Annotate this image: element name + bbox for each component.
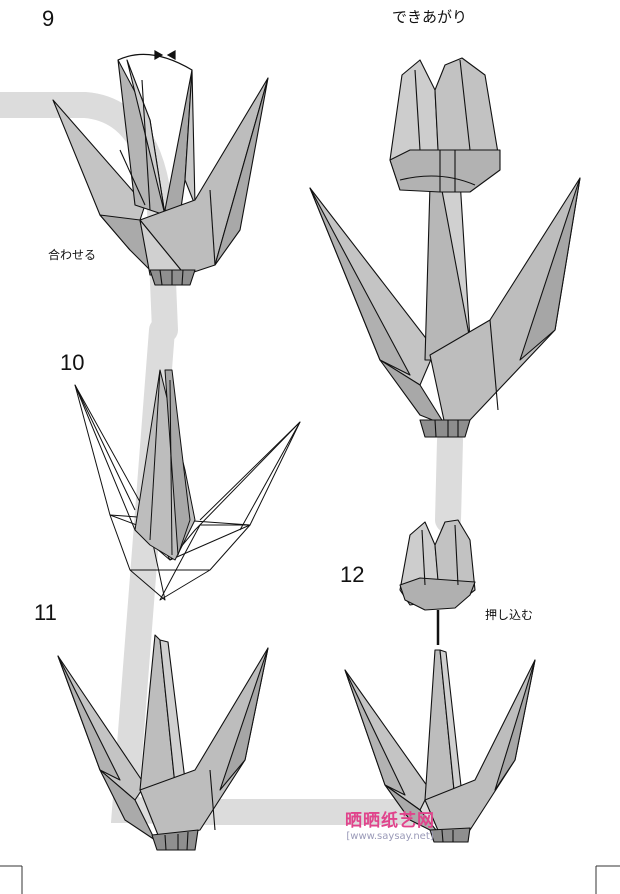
match-arrow <box>117 49 193 71</box>
watermark-url: [www.saysay.net] <box>346 831 434 842</box>
step-12-label: 12 <box>340 562 365 587</box>
finished-title: できあがり <box>392 8 468 26</box>
push-in-caption: 押し込む <box>485 608 534 622</box>
step12-model <box>344 519 536 843</box>
step9-model <box>52 59 269 286</box>
step10-model <box>74 369 301 601</box>
crop-marks <box>0 865 620 894</box>
step-11-label: 11 <box>34 600 57 625</box>
finished-tulip <box>309 57 581 438</box>
watermark-name: 晒晒纸艺网 <box>345 811 435 831</box>
watermark-logo: 晒晒纸艺网 [www.saysay.net] <box>335 806 445 842</box>
match-caption: 合わせる <box>48 248 97 262</box>
step-9-label: 9 <box>42 6 55 31</box>
step-10-label: 10 <box>60 350 85 375</box>
step11-model <box>57 634 269 851</box>
